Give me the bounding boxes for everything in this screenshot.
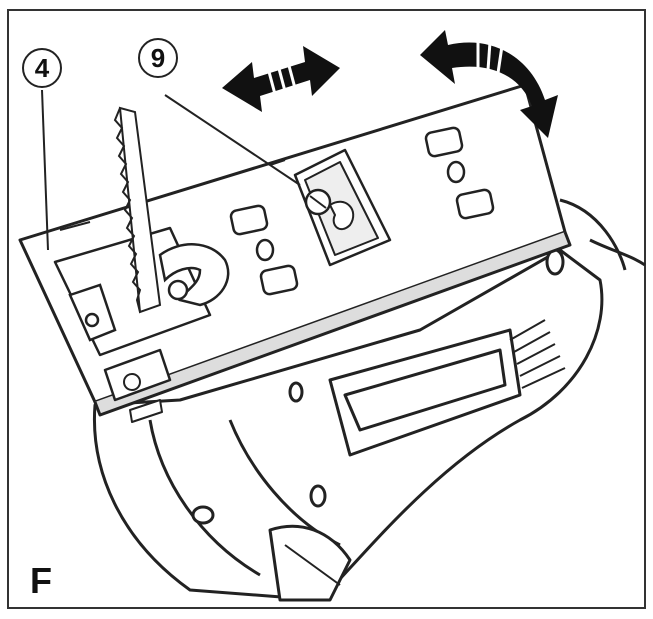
callout-9: 9 bbox=[138, 38, 178, 78]
jigsaw-body bbox=[92, 198, 646, 602]
figure-letter: F bbox=[30, 560, 52, 601]
callout-9-leader bbox=[164, 94, 301, 186]
saw-blade bbox=[113, 106, 162, 314]
blade-holder bbox=[68, 243, 230, 342]
callout-4-leader bbox=[41, 89, 49, 251]
rotate-arrow-icon bbox=[420, 30, 558, 138]
figure-border bbox=[7, 9, 646, 609]
callout-9-label: 9 bbox=[150, 42, 166, 73]
callout-4: 4 bbox=[22, 48, 62, 88]
base-plate bbox=[18, 83, 572, 423]
callout-4-label: 4 bbox=[34, 52, 50, 83]
linear-arrow-icon bbox=[222, 46, 340, 112]
